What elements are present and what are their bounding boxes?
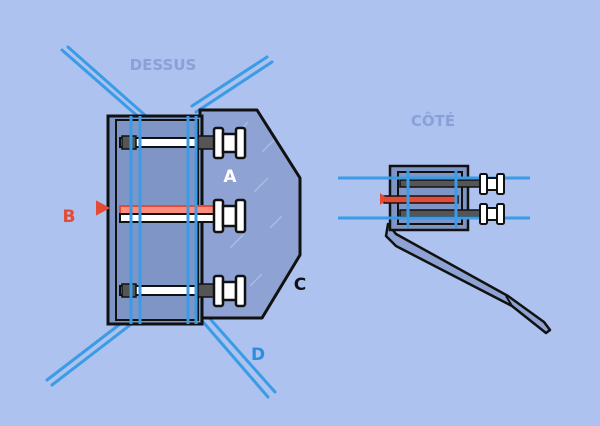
rod-thread-end bbox=[121, 283, 137, 298]
diagonal-line-bottom-left bbox=[50, 320, 136, 387]
diagonal-guide-lines bbox=[45, 45, 277, 399]
spool-top bbox=[212, 126, 247, 160]
spool-middle bbox=[212, 198, 247, 234]
diagonal-line-bottom-right-inner bbox=[202, 310, 277, 394]
diagonal-line-top-left-inner bbox=[66, 45, 148, 118]
side-view-title: CÔTÉ bbox=[411, 111, 455, 130]
side-spool-top bbox=[479, 173, 505, 195]
top-view-title: DESSUS bbox=[130, 56, 197, 74]
label-c: C bbox=[294, 275, 306, 295]
rod-thread-end bbox=[121, 135, 137, 150]
rod-thread-end bbox=[197, 283, 215, 298]
label-d: D bbox=[251, 345, 265, 365]
spool-bottom bbox=[212, 274, 247, 308]
side-view: CÔTÉ bbox=[338, 111, 552, 335]
side-marker-arrow bbox=[380, 193, 388, 205]
label-b: B bbox=[63, 207, 76, 227]
rod-thread-end bbox=[197, 135, 215, 150]
arm-joint bbox=[505, 295, 513, 307]
side-spools bbox=[479, 173, 505, 225]
label-a: A bbox=[223, 167, 237, 187]
marker-b-arrow bbox=[96, 200, 111, 216]
diagonal-line-top-left bbox=[60, 48, 144, 122]
top-view: DESSUS bbox=[45, 45, 306, 399]
diagonal-line-bottom-right bbox=[196, 314, 270, 399]
rod-middle-highlighted bbox=[119, 205, 217, 215]
side-support-arm bbox=[384, 222, 552, 335]
side-spool-bottom bbox=[479, 203, 505, 225]
diagonal-line-top-right-inner bbox=[190, 55, 269, 108]
rod-middle bbox=[119, 213, 217, 223]
side-rod-highlighted bbox=[383, 195, 459, 204]
diagonal-line-bottom-left-inner bbox=[45, 316, 130, 382]
vertical-rails bbox=[129, 116, 198, 324]
spools bbox=[212, 126, 247, 308]
diagonal-line-top-right bbox=[194, 60, 274, 114]
